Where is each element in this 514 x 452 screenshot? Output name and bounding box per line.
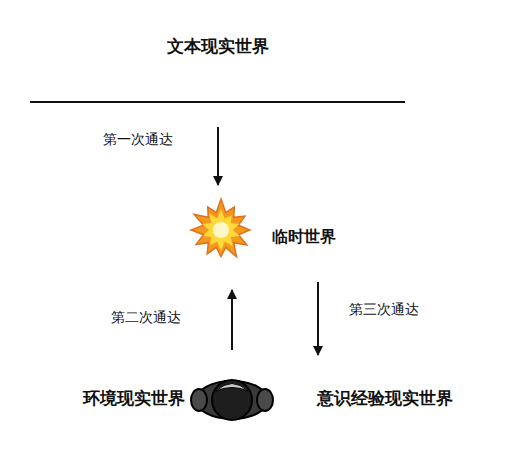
person-hair-band bbox=[216, 384, 248, 392]
burst-node: 临时世界 bbox=[192, 195, 342, 265]
edge-label: 第三次通达 bbox=[349, 301, 419, 319]
flow-arrow bbox=[317, 282, 319, 355]
person-arm bbox=[257, 389, 273, 411]
flow-arrow bbox=[217, 127, 219, 185]
node-label: 文本现实世界 bbox=[167, 35, 269, 58]
world-label-node: 意识经验现实世界 bbox=[300, 380, 470, 416]
band-node: 文本现实世界 bbox=[30, 25, 405, 103]
burst-outer bbox=[191, 199, 250, 257]
node-label: 环境现实世界 bbox=[83, 387, 185, 410]
person-arm bbox=[191, 389, 207, 411]
edge-label: 第一次通达 bbox=[103, 131, 173, 149]
edge-label: 第二次通达 bbox=[111, 309, 181, 327]
node-label: 意识经验现实世界 bbox=[317, 387, 453, 410]
person-head bbox=[212, 380, 252, 420]
burst-core bbox=[213, 222, 229, 238]
flow-arrow bbox=[231, 290, 233, 350]
burst-inner bbox=[202, 209, 240, 251]
world-label-node: 环境现实世界 bbox=[45, 380, 185, 416]
node-label: 临时世界 bbox=[272, 227, 336, 248]
